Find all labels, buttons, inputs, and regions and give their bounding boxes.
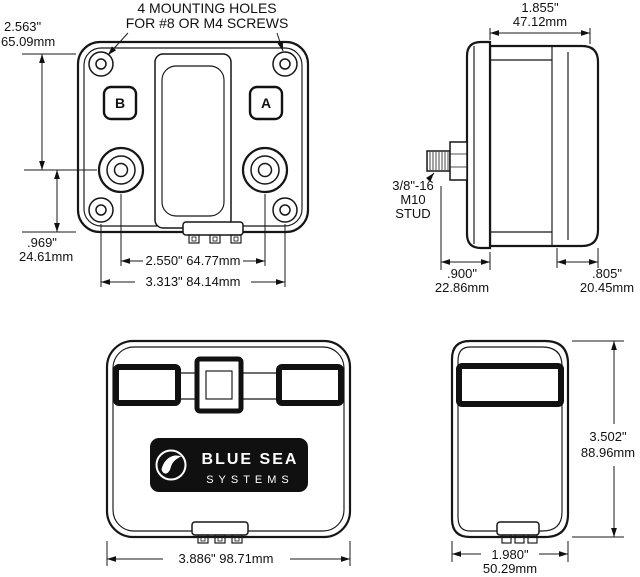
housing-side-dimensions: 3.502" 88.96mm 1.980" 50.29mm: [451, 340, 635, 576]
stud-threaded-rod: [426, 150, 451, 172]
center-panel-window: [161, 65, 225, 217]
dim-overall-height-mm: 88.96mm: [581, 445, 635, 460]
mounting-hole-top-left: [88, 51, 114, 77]
side-body-outline: [488, 44, 600, 248]
logo-text-line2: SYSTEMS: [206, 474, 294, 486]
logo: BLUE SEA SYSTEMS: [150, 438, 308, 492]
stud-left-front: [97, 146, 145, 194]
dim-depth-in: 1.855": [521, 0, 559, 15]
stud-right-front: [241, 146, 289, 194]
stud-side: [426, 141, 468, 181]
dim-stud-to-bottom-mm: 24.61mm: [19, 249, 73, 264]
dim-rear-mm: 20.45mm: [580, 280, 634, 295]
leader-line-left-hole: [107, 32, 129, 56]
center-block: [194, 356, 244, 414]
side-view-dimensions: 1.855" 47.12mm .900" 22.86mm .805" 20.45…: [435, 0, 634, 295]
stud-note-line1: 3/8"-16: [392, 178, 433, 193]
logo-wave-icon: [161, 455, 182, 474]
dim-top-to-stud-in: 2.563": [4, 19, 42, 34]
dim-top-to-stud-mm: 65.09mm: [1, 34, 55, 49]
terminal-block-housing-front: [191, 521, 249, 544]
dim-front-in: .900": [447, 266, 477, 281]
center-panel: [154, 53, 232, 229]
logo-plate: [150, 438, 308, 492]
stud-threads: [429, 152, 449, 170]
center-block-window: [205, 370, 233, 400]
terminal-block-front: [182, 221, 244, 244]
button-b: B: [102, 85, 138, 121]
front-view: B A: [76, 40, 310, 244]
mounting-hole-top-right: [272, 51, 298, 77]
dim-overall-depth-in: 1.980": [491, 547, 529, 562]
housing-front-view: BLUE SEA SYSTEMS: [105, 339, 352, 544]
mounting-holes-note: 4 MOUNTING HOLES FOR #8 OR M4 SCREWS: [107, 0, 289, 56]
mounting-holes-note-line1: 4 MOUNTING HOLES: [137, 0, 276, 16]
housing-side-inner-outline: [457, 346, 563, 532]
dim-front-mm: 22.86mm: [435, 280, 489, 295]
side-front-bezel: [465, 40, 492, 250]
dim-stud-to-bottom-in: .969": [27, 235, 57, 250]
housing-side-view: [450, 339, 570, 544]
vent-band-side: [456, 363, 564, 407]
dim-overall-width: 3.886" 98.71mm: [179, 551, 274, 566]
vent-block-right: [276, 364, 344, 406]
stud-note-line3: STUD: [395, 206, 430, 221]
stud-note-line2: M10: [400, 192, 425, 207]
logo-emblem-icon: [155, 449, 187, 481]
mounting-hole-bottom-right: [272, 197, 298, 223]
dim-overall-depth-mm: 50.29mm: [483, 561, 537, 576]
mounting-holes-note-line2: FOR #8 OR M4 SCREWS: [126, 15, 289, 31]
leader-line-stud: [425, 172, 435, 182]
logo-text-line1: BLUE SEA: [202, 451, 299, 468]
leader-line-right-hole: [276, 32, 284, 52]
terminal-block-housing-side: [496, 521, 540, 544]
dim-overall-height-in: 3.502": [589, 429, 627, 444]
button-b-label: B: [115, 95, 125, 111]
front-view-dimensions: 2.563" 65.09mm .969" 24.61mm 2.550" 64.7…: [1, 19, 286, 289]
mounting-hole-bottom-left: [88, 197, 114, 223]
dim-depth-mm: 47.12mm: [513, 14, 567, 29]
vent-block-left: [113, 364, 181, 406]
housing-front-dimensions: 3.886" 98.71mm: [106, 541, 351, 566]
dim-hole-spacing: 3.313" 84.14mm: [146, 274, 241, 289]
side-view: [426, 40, 600, 250]
stud-nut: [449, 141, 468, 181]
stud-note: 3/8"-16 M10 STUD: [392, 172, 435, 221]
button-a-label: A: [261, 95, 271, 111]
dim-stud-spacing: 2.550" 64.77mm: [146, 253, 241, 268]
button-a: A: [248, 85, 284, 121]
dim-rear-in: .805": [592, 266, 622, 281]
